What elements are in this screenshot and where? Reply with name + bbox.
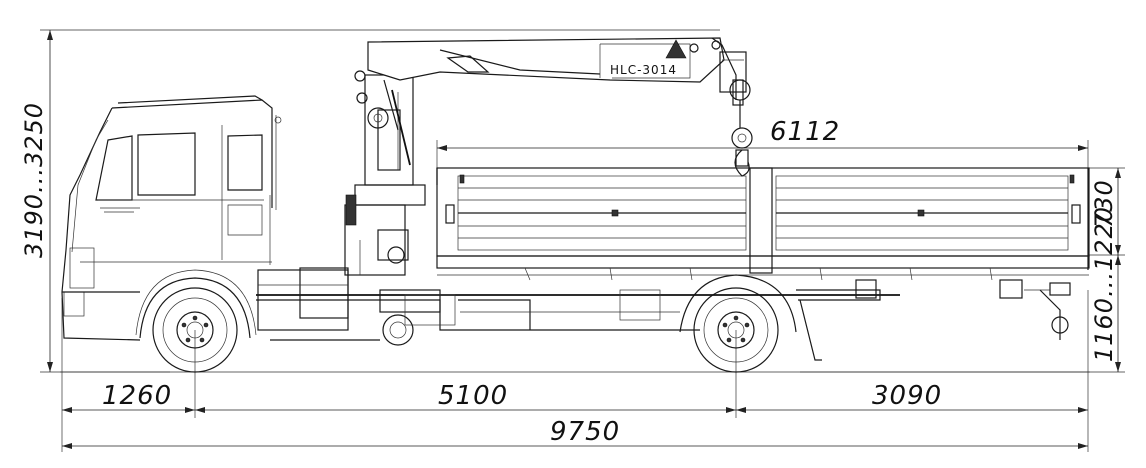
front-wheel <box>152 287 238 373</box>
crane: HLC-3014 <box>344 37 753 276</box>
overall-height-label: 3190...3250 <box>20 102 48 258</box>
front-overhang-label: 1260 <box>102 381 172 411</box>
chassis-frame <box>256 267 1071 361</box>
overall-length-label: 9750 <box>550 417 620 447</box>
boom-reach-label: 6112 <box>770 117 840 147</box>
platform-height-label: 1160...1220 <box>1090 206 1118 362</box>
truck-cab <box>61 95 282 341</box>
crane-model-label: HLC-3014 <box>610 63 677 77</box>
body-side-height-label: 730 <box>1090 179 1118 228</box>
rear-overhang-label: 3090 <box>872 381 942 411</box>
cargo-body <box>436 167 1090 281</box>
rear-wheel <box>679 274 797 373</box>
wheelbase-label: 5100 <box>438 381 508 411</box>
